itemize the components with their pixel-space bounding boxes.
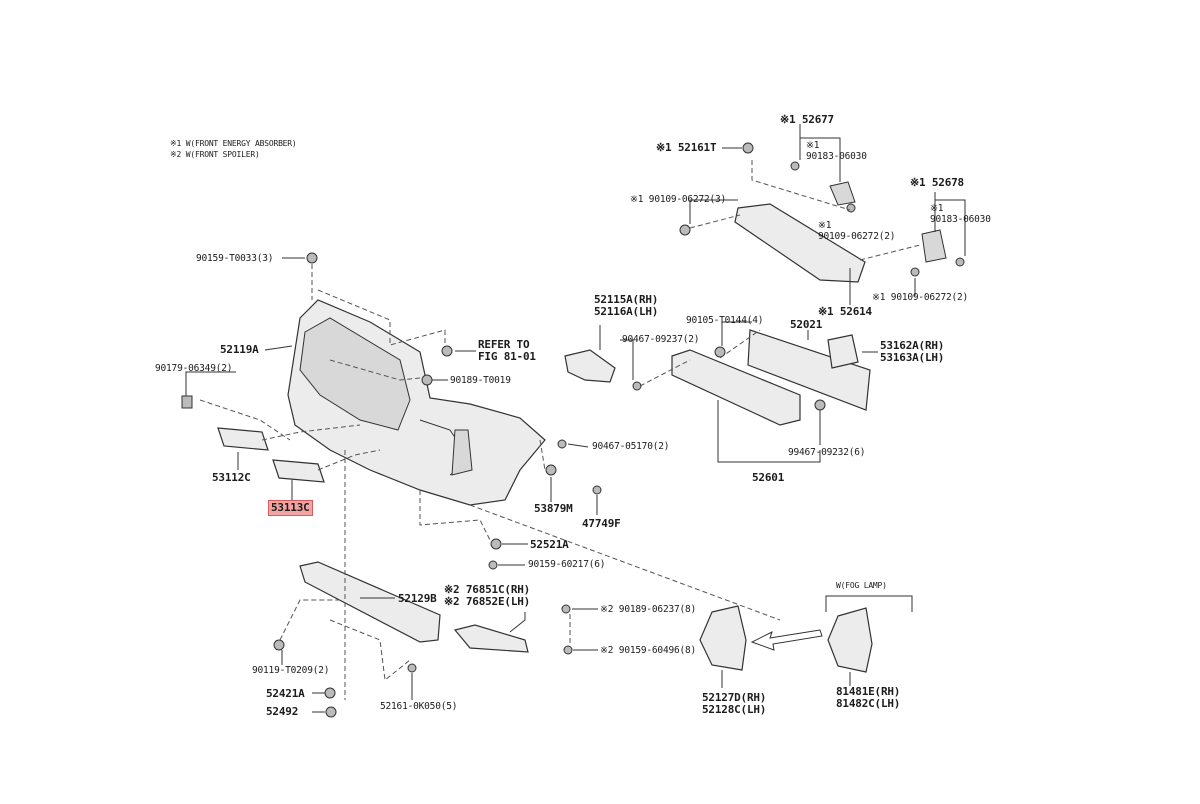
label-90109-b-num: 90109-06272(2) <box>818 231 896 242</box>
label-90183-a-mark: ※1 <box>806 140 820 151</box>
lower-spoiler-52129b[interactable] <box>299 561 441 643</box>
label-90159-60496[interactable]: ※2 90159-60496(8) <box>600 645 697 656</box>
label-90183-b-mark: ※1 <box>930 203 944 214</box>
label-99467-09232[interactable]: 99467-09232(6) <box>788 447 866 458</box>
label-52115a-rh: 52115A(RH) <box>594 293 659 306</box>
label-52116a-lh: 52116A(LH) <box>594 305 659 318</box>
label-90105-t0144[interactable]: 90105-T0144(4) <box>686 315 764 326</box>
label-90109-c[interactable]: ※1 90109-06272(2) <box>872 292 969 303</box>
label-47749f[interactable]: 47749F <box>582 517 621 530</box>
label-52129b[interactable]: 52129B <box>398 592 437 605</box>
mudguard-81481e[interactable] <box>827 607 873 673</box>
label-81481e-rh: 81481E(RH) <box>836 685 901 698</box>
label-52421a[interactable]: 52421A <box>266 687 305 700</box>
label-52128c-lh: 52128C(LH) <box>702 703 767 716</box>
label-90183-a[interactable]: ※1 90183-06030 <box>806 140 867 162</box>
label-refer-fig[interactable]: REFER TO FIG 81-01 <box>478 339 536 363</box>
bracket-52677[interactable] <box>829 181 856 206</box>
note-2: ※2 W(FRONT SPOILER) <box>170 150 260 159</box>
bracket-52678[interactable] <box>921 229 947 263</box>
grille-53112c[interactable] <box>217 427 269 451</box>
label-90189-t0019[interactable]: 90189-T0019 <box>450 375 511 386</box>
fasteners <box>181 142 965 718</box>
label-53162a-rh: 53162A(RH) <box>880 339 945 352</box>
label-53879m[interactable]: 53879M <box>534 502 573 515</box>
label-53162a[interactable]: 53162A(RH) 53163A(LH) <box>880 340 944 364</box>
label-52678[interactable]: ※1 52678 <box>910 176 964 189</box>
label-52119a[interactable]: 52119A <box>220 343 259 356</box>
leader-lines <box>185 124 966 713</box>
label-52677[interactable]: ※1 52677 <box>780 113 834 126</box>
refer-line-1: REFER TO <box>478 338 530 351</box>
label-76851c-rh: ※2 76851C(RH) <box>444 583 531 596</box>
absorber-52601[interactable] <box>671 349 801 426</box>
label-52161t[interactable]: ※1 52161T <box>656 141 717 154</box>
label-90183-a-num: 90183-06030 <box>806 151 867 162</box>
grille-53113c[interactable] <box>272 459 325 483</box>
label-52601[interactable]: 52601 <box>752 471 785 484</box>
label-90109-a[interactable]: ※1 90109-06272(3) <box>630 194 727 205</box>
label-90109-b[interactable]: ※1 90109-06272(2) <box>818 220 895 242</box>
label-53113c[interactable]: 53113C <box>268 500 313 516</box>
label-52127d-rh: 52127D(RH) <box>702 691 767 704</box>
spoiler-76851c[interactable] <box>453 624 529 653</box>
label-76852e-lh: ※2 76852E(LH) <box>444 595 531 608</box>
label-81481e[interactable]: 81481E(RH) 81482C(LH) <box>836 686 900 710</box>
label-90159-t0033[interactable]: 90159-T0033(3) <box>196 253 274 264</box>
note-1: ※1 W(FRONT ENERGY ABSORBER) <box>170 139 297 148</box>
label-81482c-lh: 81482C(LH) <box>836 697 901 710</box>
label-53163a-lh: 53163A(LH) <box>880 351 945 364</box>
label-52614[interactable]: ※1 52614 <box>818 305 872 318</box>
bracket-53162a[interactable] <box>827 334 859 369</box>
notes: ※1 W(FRONT ENERGY ABSORBER) ※2 W(FRONT S… <box>170 138 297 160</box>
label-90179-06349[interactable]: 90179-06349(2) <box>155 363 233 374</box>
label-fog-lamp: W(FOG LAMP) <box>836 581 887 590</box>
label-52161-0k050[interactable]: 52161-0K050(5) <box>380 701 458 712</box>
label-76851c[interactable]: ※2 76851C(RH) ※2 76852E(LH) <box>444 584 530 608</box>
label-52521a[interactable]: 52521A <box>530 538 569 551</box>
label-90189-06237[interactable]: ※2 90189-06237(8) <box>600 604 697 615</box>
label-53112c[interactable]: 53112C <box>212 471 251 484</box>
assembly-dashes <box>199 160 921 700</box>
label-52021[interactable]: 52021 <box>790 318 823 331</box>
mudguard-52127d[interactable] <box>699 605 747 671</box>
label-90109-b-mark: ※1 <box>818 220 832 231</box>
label-90467-05170[interactable]: 90467-05170(2) <box>592 441 670 452</box>
bracket-52115a[interactable] <box>564 349 616 383</box>
label-52127d[interactable]: 52127D(RH) 52128C(LH) <box>702 692 766 716</box>
energy-absorber-52614[interactable] <box>734 203 866 283</box>
label-90119-t0209[interactable]: 90119-T0209(2) <box>252 665 330 676</box>
label-90467-09237[interactable]: 90467-09237(2) <box>622 334 700 345</box>
label-90183-b[interactable]: ※1 90183-06030 <box>930 203 991 225</box>
bumper-cover-52119a[interactable] <box>287 299 546 506</box>
direction-arrow <box>750 629 823 651</box>
label-90183-b-num: 90183-06030 <box>930 214 991 225</box>
refer-line-2: FIG 81-01 <box>478 350 536 363</box>
label-90159-60217[interactable]: 90159-60217(6) <box>528 559 606 570</box>
label-52492[interactable]: 52492 <box>266 705 299 718</box>
label-52115a[interactable]: 52115A(RH) 52116A(LH) <box>594 294 658 318</box>
